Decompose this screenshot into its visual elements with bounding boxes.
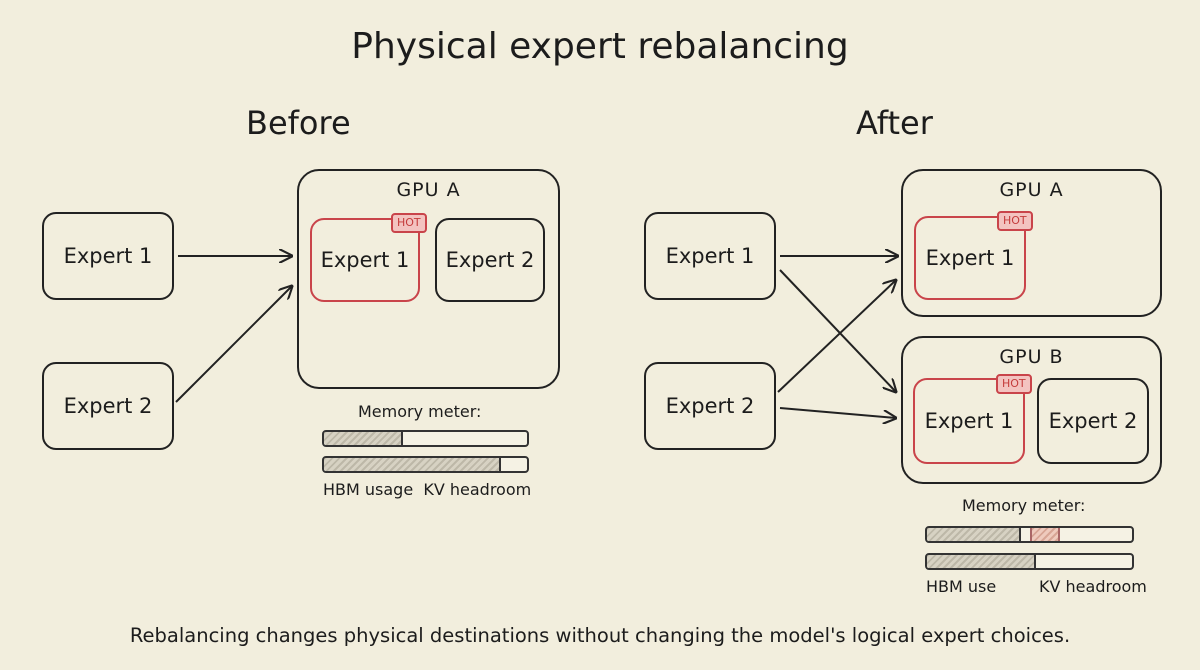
before-logical-expert-1: Expert 1	[42, 212, 174, 300]
before-memory-legend: HBM usage KV headroom	[323, 480, 532, 499]
before-kv-bar	[322, 456, 529, 473]
before-hbm-fill	[324, 432, 404, 445]
after-arrow-expert1-to-gpu-b	[779, 269, 896, 392]
before-gpu-a: GPU A	[297, 169, 560, 389]
before-kv-fill	[324, 458, 501, 471]
after-kv-fill	[927, 555, 1036, 568]
after-kv-legend: KV headroom	[1039, 577, 1147, 596]
after-logical-expert-2: Expert 2	[644, 362, 776, 450]
after-gpu-a-expert-1: Expert 1	[914, 216, 1026, 300]
diagram-caption: Rebalancing changes physical destination…	[129, 624, 1071, 647]
after-gpu-b-expert-1: Expert 1	[913, 378, 1025, 464]
after-arrow-expert2-to-gpu-a	[777, 280, 896, 393]
after-gpu-a-label: GPU A	[999, 179, 1064, 201]
before-hbm-bar	[322, 430, 529, 447]
after-gpu-a: GPU A	[901, 169, 1162, 317]
after-gpu-b-label: GPU B	[999, 346, 1064, 368]
after-gpu-b: GPU B	[901, 336, 1162, 484]
before-arrow-expert2-to-gpu	[175, 286, 292, 403]
after-gpu-a-hot-badge: HOT	[997, 211, 1033, 231]
before-heading: Before	[246, 104, 351, 142]
after-hbm-legend: HBM use	[926, 577, 997, 596]
before-logical-expert-2: Expert 2	[42, 362, 174, 450]
after-hbm-hot-fill	[1029, 528, 1061, 541]
after-gpu-b-expert-2: Expert 2	[1037, 378, 1149, 464]
before-gpu-a-label: GPU A	[396, 179, 461, 201]
after-gpu-b-hot-badge: HOT	[996, 374, 1032, 394]
before-gpu-a-expert-1: Expert 1	[310, 218, 420, 302]
before-hot-badge: HOT	[391, 213, 427, 233]
after-logical-expert-1: Expert 1	[644, 212, 776, 300]
after-hbm-bar	[925, 526, 1134, 543]
after-kv-bar	[925, 553, 1134, 570]
after-hbm-fill	[927, 528, 1022, 541]
before-gpu-a-expert-2: Expert 2	[435, 218, 545, 302]
after-arrow-expert2-to-gpu-b	[779, 407, 896, 418]
after-memory-meter-label: Memory meter:	[962, 496, 1086, 515]
diagram-title: Physical expert rebalancing	[351, 26, 849, 67]
before-memory-meter-label: Memory meter:	[358, 402, 482, 421]
after-heading: After	[856, 104, 933, 142]
